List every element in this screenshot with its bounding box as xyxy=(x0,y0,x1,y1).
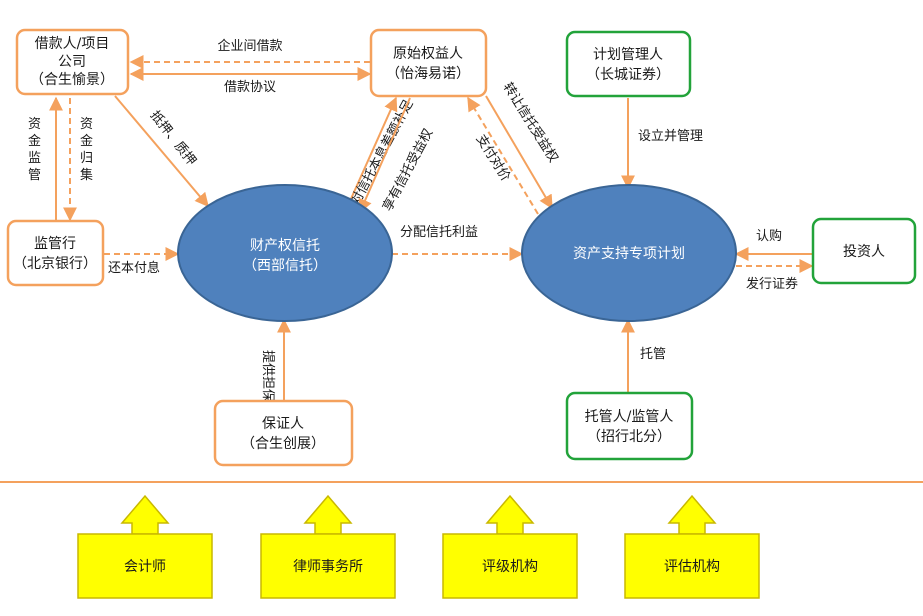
agency-rating-label: 评级机构 xyxy=(482,559,538,575)
edge-provide-guarantee: 提供担保 xyxy=(260,318,291,402)
original-beneficiary-line1: 原始权益人 xyxy=(393,46,463,62)
label-inter-company-loan: 企业间借款 xyxy=(217,38,282,54)
edge-transfer-trust-benefit: 转让信托受益权 xyxy=(485,80,562,210)
agency-appraisal: 评估机构 xyxy=(624,494,760,599)
label-fund-collection: 资金归集 xyxy=(80,117,93,183)
edge-inter-company-loan: 企业间借款 xyxy=(129,38,370,69)
custodian-line1: 托管人/监管人 xyxy=(585,409,674,425)
borrower-line3: （合生愉景） xyxy=(30,72,114,88)
edge-mortgage-pledge: 抵押、质押 xyxy=(114,95,209,208)
edge-shortfall-supplement: 对信托本息差额补足 xyxy=(345,96,416,211)
label-distribute-income: 分配信托利益 xyxy=(400,225,478,240)
edge-repay: 还本付息 xyxy=(104,247,180,276)
node-investor: 投资人 xyxy=(811,217,917,285)
node-property-trust: 财产权信托 （西部信托） xyxy=(177,184,393,322)
label-establish-manage: 设立并管理 xyxy=(638,129,703,144)
property-trust-line1: 财产权信托 xyxy=(250,238,320,254)
agency-law-firm: 律师事务所 xyxy=(260,494,396,599)
up-arrow-icon xyxy=(303,494,353,535)
label-provide-guarantee: 提供担保 xyxy=(260,350,276,402)
agency-law-firm-label: 律师事务所 xyxy=(293,559,363,575)
label-loan-agreement: 借款协议 xyxy=(224,80,276,95)
guarantor-line2: （合生创展） xyxy=(241,436,325,452)
node-supervising-bank: 监管行 （北京银行） xyxy=(6,219,105,287)
label-shortfall: 对信托本息差额补足 xyxy=(347,97,416,208)
node-original-beneficiary: 原始权益人 （怡海易诺） xyxy=(369,28,488,98)
label-transfer-benefit: 转让信托受益权 xyxy=(500,80,562,166)
agency-accountant: 会计师 xyxy=(77,494,213,599)
borrower-line2: 公司 xyxy=(58,54,86,70)
supervising-bank-line1: 监管行 xyxy=(34,236,76,252)
original-beneficiary-line2: （怡海易诺） xyxy=(386,66,470,82)
label-mortgage-pledge: 抵押、质押 xyxy=(147,108,199,168)
agency-appraisal-label: 评估机构 xyxy=(664,559,720,575)
node-guarantor: 保证人 （合生创展） xyxy=(213,399,354,467)
investor-label: 投资人 xyxy=(843,244,885,260)
guarantor-line1: 保证人 xyxy=(262,416,304,432)
agency-accountant-label: 会计师 xyxy=(124,559,166,575)
plan-manager-line2: （长城证券） xyxy=(586,67,670,83)
up-arrow-icon xyxy=(485,494,535,535)
node-abs-plan: 资产支持专项计划 xyxy=(521,184,737,322)
label-pay-consideration: 支付对价 xyxy=(473,132,513,184)
label-custody: 托管 xyxy=(640,347,666,362)
edge-establish-manage: 设立并管理 xyxy=(621,98,703,190)
edge-distribute-income: 分配信托利益 xyxy=(392,225,524,261)
label-fund-supervision: 资金监管 xyxy=(28,117,41,183)
node-borrower: 借款人/项目 公司 （合生愉景） xyxy=(15,28,130,96)
edge-fund-collection: 资金归集 xyxy=(63,98,93,222)
label-subscribe: 认购 xyxy=(756,228,782,244)
edge-subscribe: 认购 xyxy=(734,228,812,261)
plan-manager-line1: 计划管理人 xyxy=(593,47,663,63)
custodian-line2: （招行北分） xyxy=(587,429,671,445)
label-issue-securities: 发行证券 xyxy=(746,276,798,292)
borrower-line1: 借款人/项目 xyxy=(35,36,110,52)
label-repay: 还本付息 xyxy=(108,260,160,276)
property-trust-line2: （西部信托） xyxy=(243,258,327,274)
supervising-bank-line2: （北京银行） xyxy=(13,256,97,272)
edge-fund-supervision: 资金监管 xyxy=(28,96,63,220)
abs-plan-label: 资产支持专项计划 xyxy=(573,246,685,262)
edge-issue-securities: 发行证券 xyxy=(736,259,814,292)
agency-rating: 评级机构 xyxy=(442,494,578,599)
node-custodian: 托管人/监管人 （招行北分） xyxy=(565,391,694,461)
node-plan-manager: 计划管理人 （长城证券） xyxy=(565,30,692,98)
up-arrow-icon xyxy=(667,494,717,535)
edge-loan-agreement: 借款协议 xyxy=(129,67,372,95)
edge-custody: 托管 xyxy=(621,318,666,392)
up-arrow-icon xyxy=(120,494,170,535)
